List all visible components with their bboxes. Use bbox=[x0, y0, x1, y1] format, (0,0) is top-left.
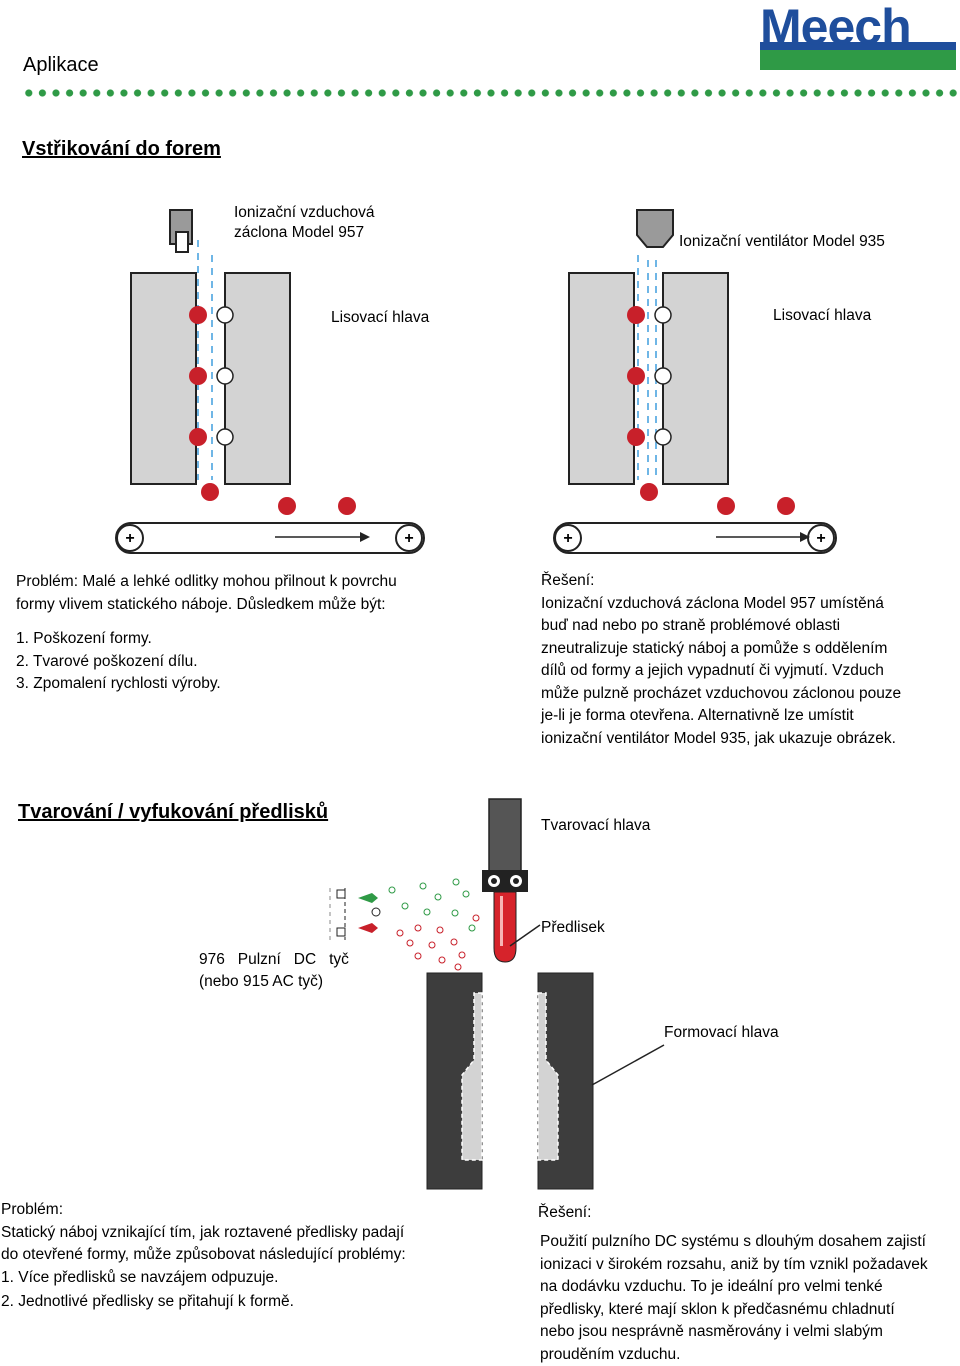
solution-line: na dodávku vzduchu. To je ideální pro ve… bbox=[540, 1276, 958, 1299]
solution-line: je-li je forma otevřena. Alternativně lz… bbox=[541, 705, 951, 728]
solution-line: může pulzně procházet vzduchovou záclono… bbox=[541, 683, 951, 706]
solution-line: zneutralizuje statický náboj a pomůže s … bbox=[541, 638, 951, 661]
problem-line: formy vlivem statického náboje. Důsledke… bbox=[16, 594, 456, 617]
svg-text:+: + bbox=[404, 530, 413, 547]
solution-line: prouděním vzduchu. bbox=[540, 1344, 958, 1366]
problem-title: Problém: bbox=[1, 1199, 461, 1222]
problem-item: 1. Více předlisků se navzájem odpuzuje. bbox=[1, 1267, 461, 1290]
solution-line: Ionizační vzduchová záclona Model 957 um… bbox=[541, 593, 951, 616]
section2-problem: Problém: Statický náboj vznikající tím, … bbox=[1, 1199, 461, 1314]
svg-text:+: + bbox=[816, 530, 825, 547]
solution-line: ionizační ventilátor Model 935, jak ukaz… bbox=[541, 728, 951, 751]
solution-title: Řešení: bbox=[541, 570, 951, 593]
section2-solution: Použití pulzního DC systému s dlouhým do… bbox=[540, 1231, 958, 1366]
section1-problem: Problém: Malé a lehké odlitky mohou přil… bbox=[16, 571, 456, 696]
curtain-device-icon bbox=[170, 210, 192, 252]
problem-line: do otevřené formy, může způsobovat násle… bbox=[1, 1244, 461, 1267]
solution-line: Použití pulzního DC systému s dlouhým do… bbox=[540, 1231, 958, 1254]
conveyor-right: + + bbox=[554, 523, 836, 553]
ions-cloud bbox=[389, 879, 479, 970]
section2-solution-title: Řešení: bbox=[538, 1202, 591, 1225]
problem-item: 2. Tvarové poškození dílu. bbox=[16, 651, 456, 674]
problem-item: 2. Jednotlivé předlisky se přitahují k f… bbox=[1, 1291, 461, 1314]
solution-line: nebo jsou nesprávně nasměrovány i velmi … bbox=[540, 1321, 958, 1344]
problem-line: Problém: Malé a lehké odlitky mohou přil… bbox=[16, 571, 456, 594]
right-head-label: Lisovací hlava bbox=[773, 305, 871, 328]
preform bbox=[494, 892, 516, 962]
fan-label: Ionizační ventilátor Model 935 bbox=[679, 231, 885, 254]
forming-head-label: Tvarovací hlava bbox=[541, 815, 650, 838]
left-head-label: Lisovací hlava bbox=[331, 307, 429, 330]
solution-line: buď nad nebo po straně problémové oblast… bbox=[541, 615, 951, 638]
svg-text:+: + bbox=[563, 530, 572, 547]
solution-line: předlisky, které mají sklon k předčasném… bbox=[540, 1299, 958, 1322]
pulse-bar-label-line2: (nebo 915 AC tyč) bbox=[199, 971, 323, 994]
problem-line: Statický náboj vznikající tím, jak rozta… bbox=[1, 1222, 461, 1245]
pulse-bar-label-line1: 976 Pulzní DC tyč bbox=[199, 949, 349, 972]
curtain-label-line1: Ionizační vzduchová bbox=[234, 203, 374, 223]
section2-title: Tvarování / vyfukování předlisků bbox=[18, 801, 328, 824]
svg-text:+: + bbox=[125, 530, 134, 547]
fan-air-stream bbox=[638, 255, 656, 480]
problem-item: 1. Poškození formy. bbox=[16, 628, 456, 651]
curtain-label-line2: záclona Model 957 bbox=[234, 223, 364, 243]
fan-device-icon bbox=[637, 210, 673, 247]
pulse-bar-icon bbox=[330, 888, 380, 940]
mold-halves-dark bbox=[427, 973, 593, 1189]
section1-solution: Řešení: Ionizační vzduchová záclona Mode… bbox=[541, 570, 951, 750]
mold-left-1 bbox=[131, 273, 290, 484]
problem-item: 3. Zpomalení rychlosti výroby. bbox=[16, 673, 456, 696]
preform-label: Předlisek bbox=[541, 917, 605, 940]
solution-line: dílů od formy a jejich vypadnutí či vyjm… bbox=[541, 660, 951, 683]
conveyor-left: + + bbox=[116, 523, 424, 553]
mold-head-label: Formovací hlava bbox=[664, 1022, 779, 1045]
solution-line: ionizaci v širokém rozsahu, aniž by tím … bbox=[540, 1254, 958, 1277]
forming-head bbox=[482, 799, 528, 892]
